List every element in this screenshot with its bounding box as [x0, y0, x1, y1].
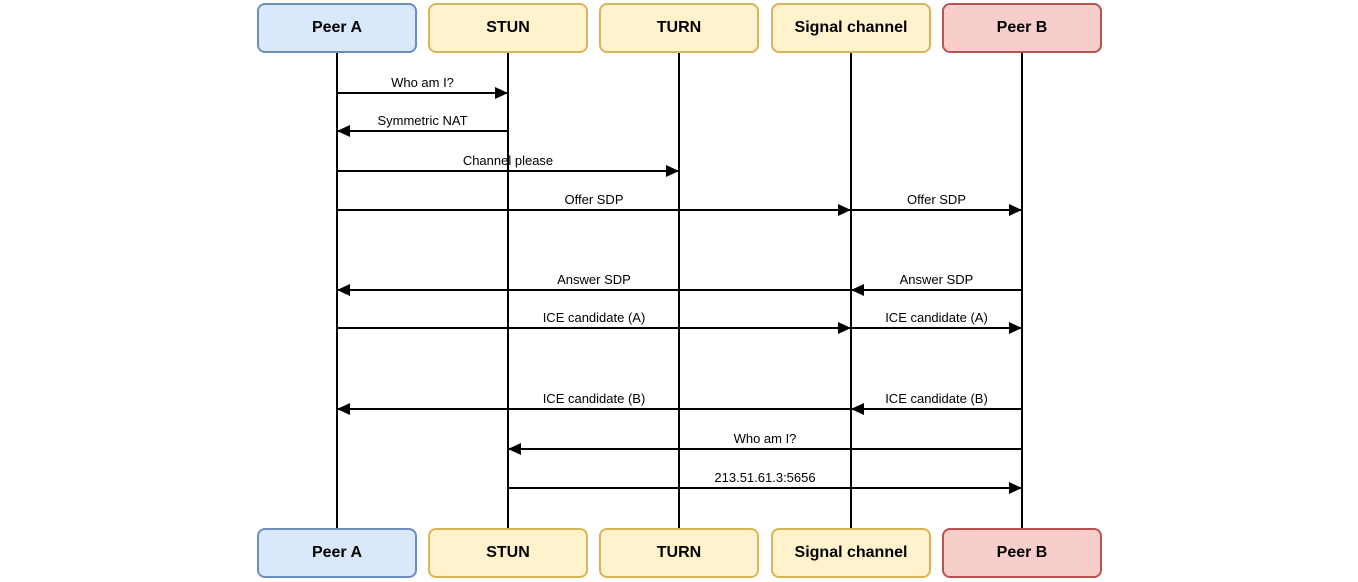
actor-label: STUN	[486, 544, 530, 561]
message-who-am-i-b-to-stun: Who am I?	[508, 432, 1022, 455]
actor-label: Peer A	[311, 544, 363, 561]
actor-peer-a-bottom: Peer A	[257, 528, 417, 578]
message-label: Who am I?	[733, 431, 797, 446]
message-answer-sdp-signal-to-a: Answer SDP	[337, 273, 851, 296]
message-ice-candidate-b-b-to-signal: ICE candidate (B)	[851, 392, 1022, 415]
message-ice-candidate-a-a-to-signal: ICE candidate (A)	[337, 311, 851, 334]
message-label: Offer SDP	[564, 192, 624, 207]
arrowhead-left-icon	[337, 125, 350, 137]
message-ice-candidate-b-signal-to-a: ICE candidate (B)	[337, 392, 851, 415]
message-channel-please-a-to-turn: Channel please	[337, 154, 679, 177]
actor-label: TURN	[656, 544, 702, 561]
arrowhead-left-icon	[337, 284, 350, 296]
arrowhead-right-icon	[1009, 204, 1022, 216]
arrowhead-left-icon	[337, 403, 350, 415]
message-label: ICE candidate (B)	[885, 391, 988, 406]
message-label: Symmetric NAT	[377, 113, 468, 128]
message-ip-address-stun-to-b: 213.51.61.3:5656	[508, 471, 1022, 494]
message-label: 213.51.61.3:5656	[714, 470, 816, 485]
message-label: Channel please	[462, 153, 554, 168]
message-ice-candidate-a-signal-to-b: ICE candidate (A)	[851, 311, 1022, 334]
actor-label: Peer B	[996, 544, 1048, 561]
actor-signal-channel-top: Signal channel	[771, 3, 931, 53]
arrowhead-left-icon	[851, 284, 864, 296]
arrowhead-right-icon	[1009, 322, 1022, 334]
actor-stun-bottom: STUN	[428, 528, 588, 578]
lifeline-peer-b	[1021, 53, 1023, 528]
message-label: Who am I?	[391, 75, 454, 90]
actor-label: TURN	[656, 19, 702, 36]
message-label: Answer SDP	[557, 272, 631, 287]
message-label: ICE candidate (B)	[542, 391, 646, 406]
actor-peer-a-top: Peer A	[257, 3, 417, 53]
actor-turn-top: TURN	[599, 3, 759, 53]
actor-label: Signal channel	[794, 19, 908, 36]
actor-label: Signal channel	[794, 544, 908, 561]
actor-peer-b-top: Peer B	[942, 3, 1102, 53]
arrowhead-right-icon	[838, 204, 851, 216]
arrowhead-right-icon	[666, 165, 679, 177]
actor-signal-channel-bottom: Signal channel	[771, 528, 931, 578]
message-label: Answer SDP	[899, 272, 974, 287]
arrowhead-right-icon	[1009, 482, 1022, 494]
actor-turn-bottom: TURN	[599, 528, 759, 578]
message-label: ICE candidate (A)	[542, 310, 646, 325]
actor-stun-top: STUN	[428, 3, 588, 53]
arrowhead-left-icon	[851, 403, 864, 415]
actor-label: Peer B	[996, 19, 1048, 36]
actor-peer-b-bottom: Peer B	[942, 528, 1102, 578]
arrowhead-right-icon	[838, 322, 851, 334]
arrowhead-right-icon	[495, 87, 508, 99]
message-offer-sdp-a-to-signal: Offer SDP	[337, 193, 851, 216]
message-offer-sdp-signal-to-b: Offer SDP	[851, 193, 1022, 216]
actor-label: Peer A	[311, 19, 363, 36]
actor-label: STUN	[486, 19, 530, 36]
message-who-am-i-a-to-stun: Who am I?	[337, 76, 508, 99]
message-label: Offer SDP	[906, 192, 966, 207]
message-answer-sdp-b-to-signal: Answer SDP	[851, 273, 1022, 296]
arrowhead-left-icon	[508, 443, 521, 455]
message-symmetric-nat-stun-to-a: Symmetric NAT	[337, 114, 508, 137]
message-label: ICE candidate (A)	[885, 310, 988, 325]
